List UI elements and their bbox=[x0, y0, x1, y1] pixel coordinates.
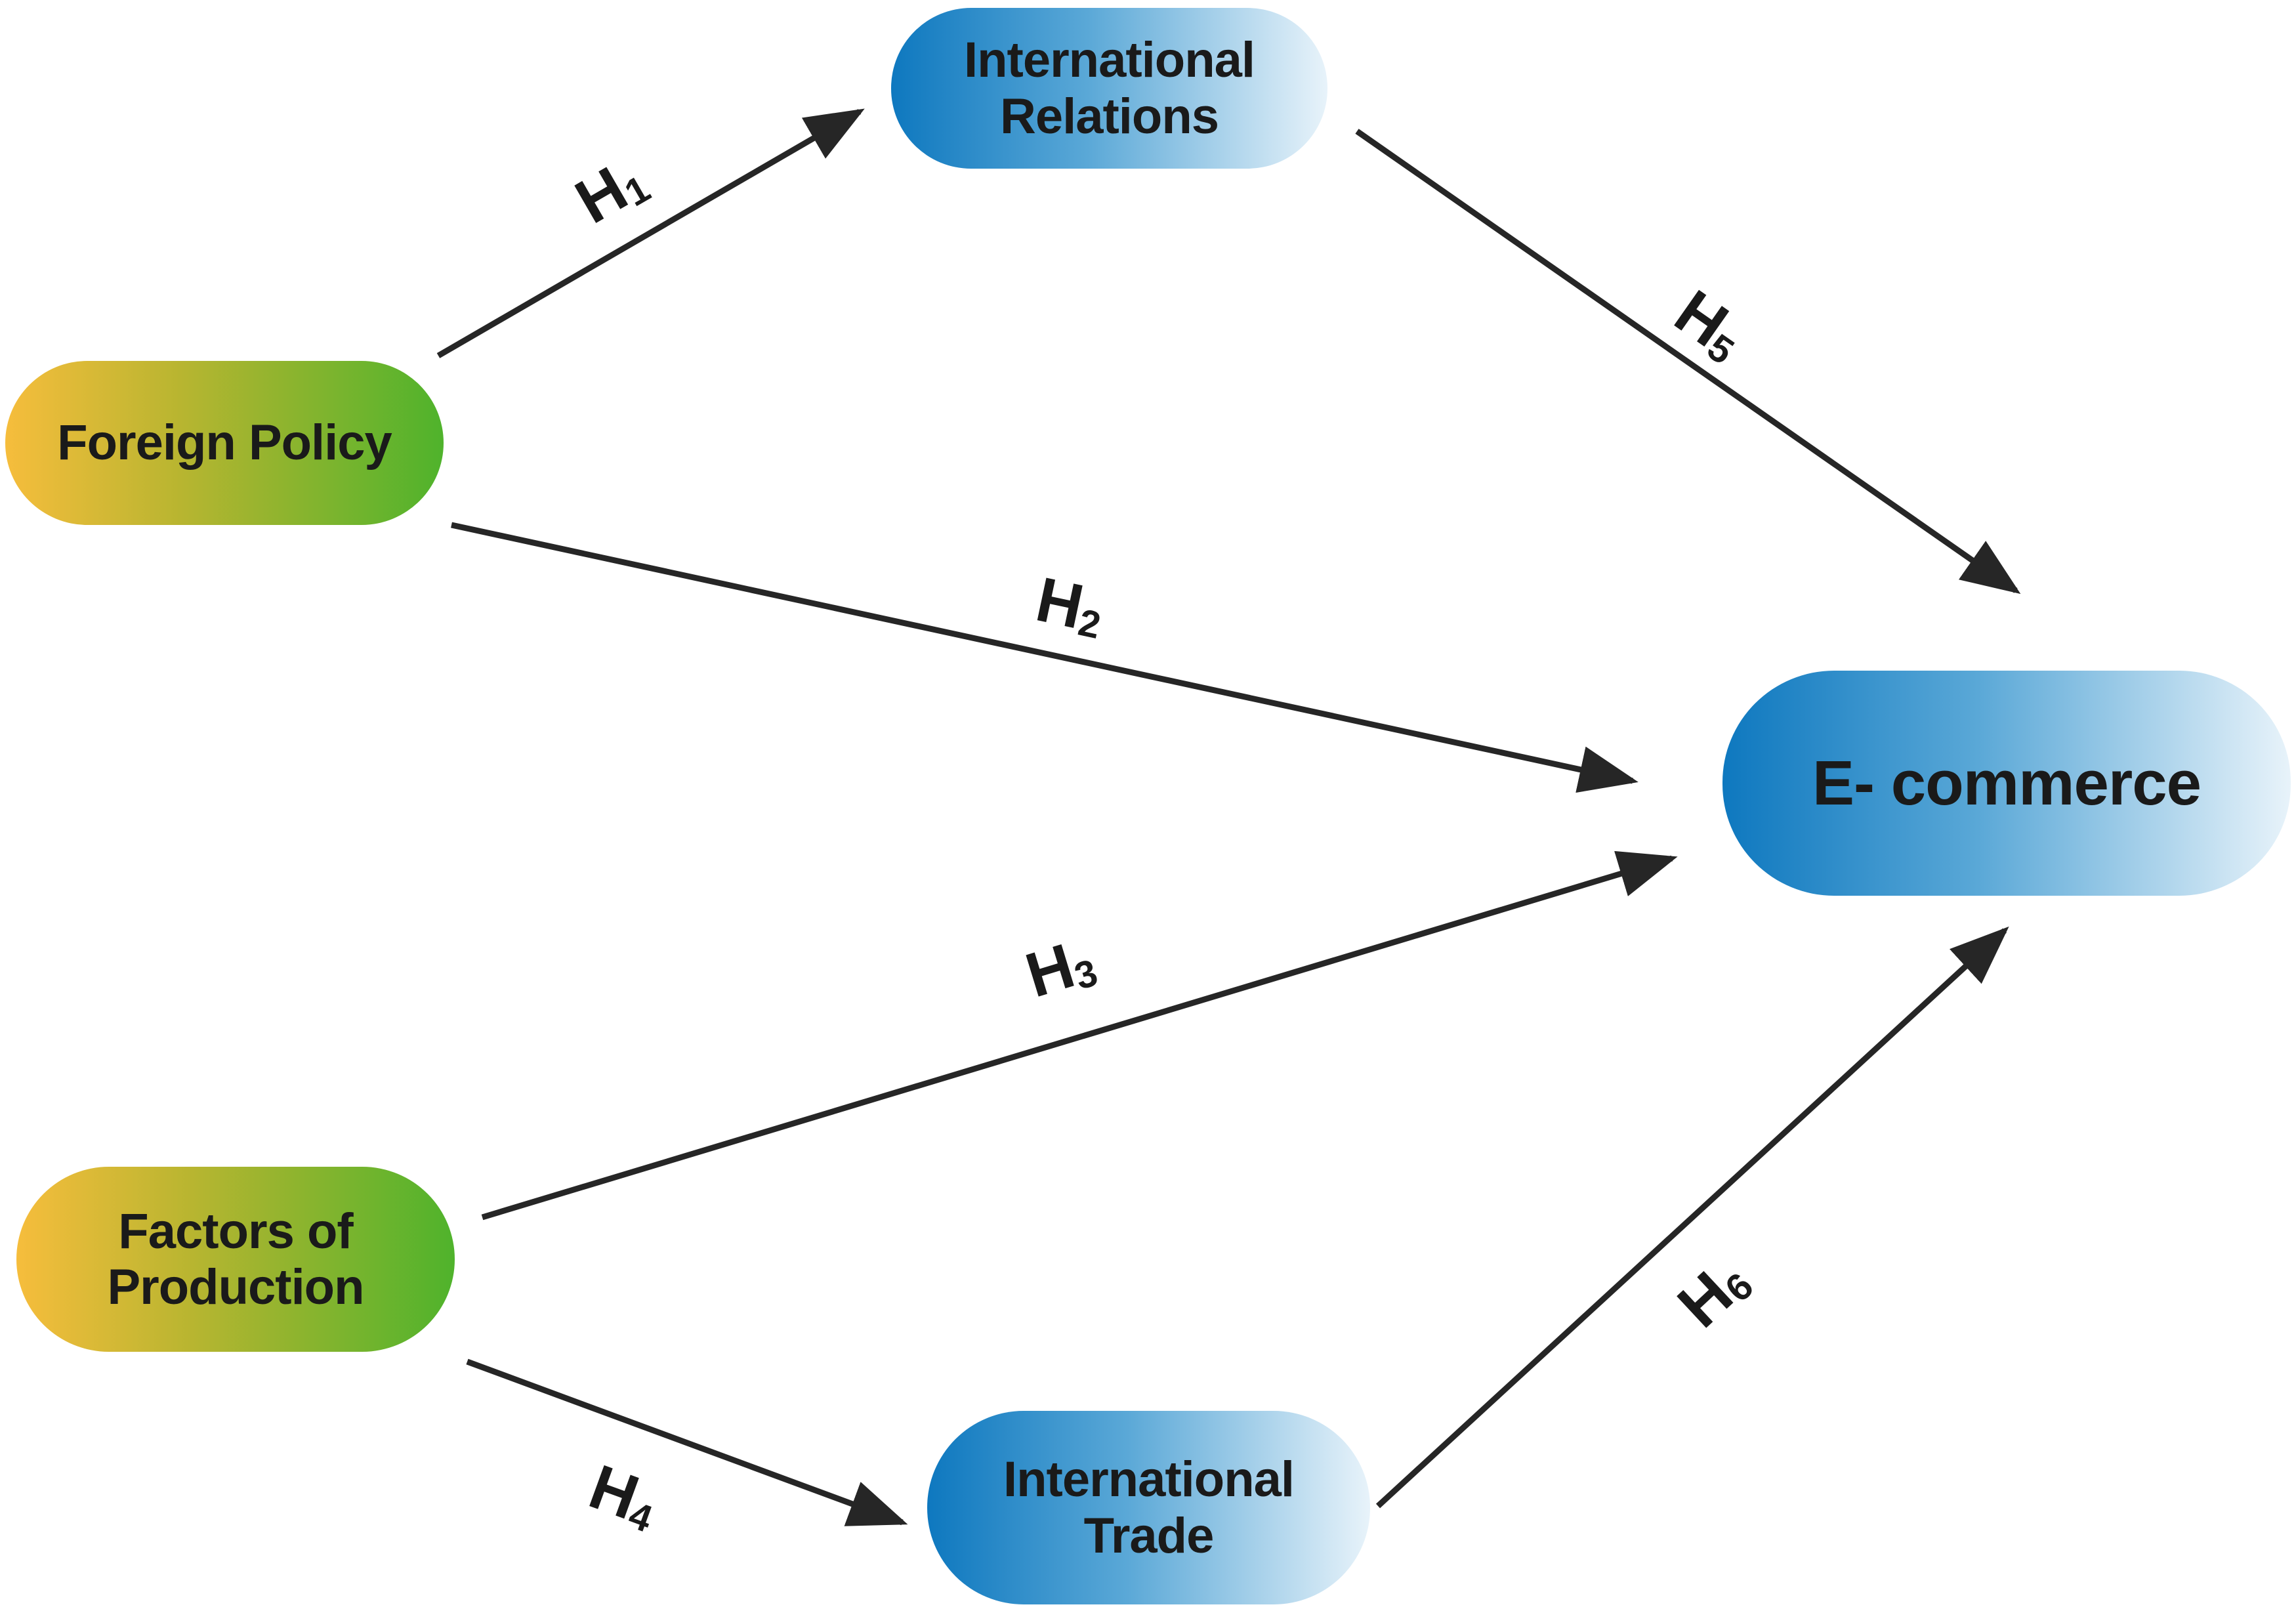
arrow-h2 bbox=[451, 522, 1639, 793]
node-label-line: Foreign Policy bbox=[57, 415, 392, 471]
node-label-line: Relations bbox=[999, 88, 1219, 144]
node-factors-of-production: Factors of Production bbox=[16, 1167, 455, 1352]
arrow-h4 bbox=[466, 1358, 908, 1526]
node-label-line: E- commerce bbox=[1812, 747, 2202, 818]
node-label-line: Factors of bbox=[118, 1203, 353, 1259]
node-label-line: Trade bbox=[1083, 1507, 1215, 1564]
arrow-h1 bbox=[436, 108, 865, 358]
node-foreign-policy: Foreign Policy bbox=[5, 361, 444, 525]
node-label-line: Production bbox=[107, 1259, 364, 1315]
node-label-line: International bbox=[1003, 1452, 1295, 1508]
arrow-h6 bbox=[1375, 926, 2009, 1509]
node-international-trade: International Trade bbox=[927, 1411, 1370, 1604]
node-label-line: International bbox=[963, 32, 1255, 89]
node-e-commerce: E- commerce bbox=[1722, 671, 2291, 896]
node-international-relations: International Relations bbox=[891, 8, 1327, 169]
arrow-h3 bbox=[481, 850, 1678, 1221]
arrow-h5 bbox=[1355, 129, 2021, 595]
